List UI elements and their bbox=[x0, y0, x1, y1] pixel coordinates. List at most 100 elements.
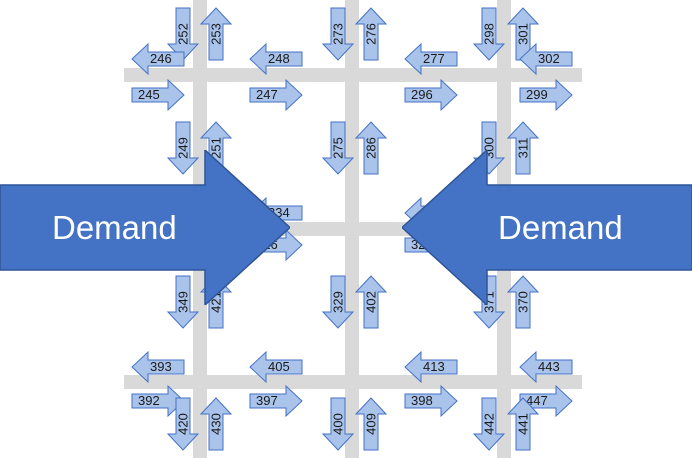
flow-arrow-up-icon: 311 bbox=[506, 121, 540, 175]
flow-arrow-shape bbox=[472, 275, 506, 329]
flow-arrow-left-icon: 246 bbox=[131, 42, 185, 76]
flow-arrow-down-icon: 275 bbox=[321, 121, 355, 175]
flow-arrow-up-icon: 441 bbox=[506, 397, 540, 451]
flow-value-label: 397 bbox=[256, 393, 278, 408]
demand-arrow-shape bbox=[400, 148, 692, 307]
flow-arrow-up-icon: 370 bbox=[506, 275, 540, 329]
flow-arrow-shape bbox=[199, 397, 233, 451]
flow-value-label: 447 bbox=[526, 393, 548, 408]
flow-arrow-shape bbox=[131, 42, 185, 76]
flow-arrow-down-icon: 252 bbox=[166, 7, 200, 61]
demand-arrow-shape bbox=[0, 148, 292, 307]
demand-arrow-right-icon: Demand bbox=[0, 148, 292, 307]
flow-value-label: 252 bbox=[175, 23, 191, 45]
flow-arrow-shape bbox=[404, 384, 458, 418]
flow-arrow-down-icon: 249 bbox=[166, 121, 200, 175]
flow-arrow-down-icon: 329 bbox=[321, 275, 355, 329]
flow-arrow-shape bbox=[506, 397, 540, 451]
flow-arrow-down-icon: 371 bbox=[472, 275, 506, 329]
demand-label: Demand bbox=[498, 208, 623, 246]
flow-value-label: 277 bbox=[423, 51, 445, 66]
flow-arrow-left-icon: 277 bbox=[404, 42, 458, 76]
flow-arrow-up-icon: 402 bbox=[354, 275, 388, 329]
flow-arrow-shape bbox=[354, 397, 388, 451]
flow-arrow-shape bbox=[354, 121, 388, 175]
flow-arrow-shape bbox=[249, 78, 303, 112]
flow-value-label: 275 bbox=[330, 137, 346, 159]
flow-value-label: 273 bbox=[330, 23, 346, 45]
flow-value-label: 400 bbox=[330, 413, 346, 435]
flow-value-label: 276 bbox=[363, 23, 379, 45]
flow-arrow-shape bbox=[519, 42, 573, 76]
flow-arrow-down-icon: 349 bbox=[166, 275, 200, 329]
flow-arrow-shape bbox=[404, 78, 458, 112]
flow-value-label: 443 bbox=[538, 359, 560, 374]
flow-value-label: 409 bbox=[363, 413, 379, 435]
flow-arrow-shape bbox=[321, 7, 355, 61]
flow-arrow-shape bbox=[321, 275, 355, 329]
flow-arrow-right-icon: 398 bbox=[404, 384, 458, 418]
demand-arrow-left-icon: Demand bbox=[400, 148, 692, 307]
flow-arrow-down-icon: 400 bbox=[321, 397, 355, 451]
demand-label: Demand bbox=[52, 208, 177, 246]
flow-value-label: 393 bbox=[150, 359, 172, 374]
flow-arrow-shape bbox=[354, 275, 388, 329]
flow-arrow-up-icon: 430 bbox=[199, 397, 233, 451]
flow-arrow-left-icon: 302 bbox=[519, 42, 573, 76]
flow-arrow-shape bbox=[506, 121, 540, 175]
flow-value-label: 253 bbox=[208, 23, 224, 45]
flow-arrow-up-icon: 286 bbox=[354, 121, 388, 175]
flow-value-label: 286 bbox=[363, 137, 379, 159]
flow-arrow-right-icon: 247 bbox=[249, 78, 303, 112]
flow-arrow-shape bbox=[321, 397, 355, 451]
flow-arrow-shape bbox=[249, 350, 303, 384]
flow-value-label: 430 bbox=[208, 413, 224, 435]
flow-arrow-right-icon: 245 bbox=[131, 78, 185, 112]
flow-arrow-down-icon: 442 bbox=[472, 397, 506, 451]
flow-arrow-shape bbox=[166, 275, 200, 329]
flow-arrow-shape bbox=[131, 350, 185, 384]
flow-arrow-shape bbox=[166, 121, 200, 175]
flow-value-label: 441 bbox=[515, 413, 531, 435]
flow-arrow-shape bbox=[506, 275, 540, 329]
flow-arrow-left-icon: 405 bbox=[249, 350, 303, 384]
flow-value-label: 299 bbox=[526, 87, 548, 102]
flow-arrow-up-icon: 253 bbox=[199, 7, 233, 61]
flow-arrow-left-icon: 248 bbox=[249, 42, 303, 76]
flow-arrow-shape bbox=[321, 121, 355, 175]
flow-arrow-shape bbox=[519, 78, 573, 112]
flow-value-label: 247 bbox=[256, 87, 278, 102]
flow-value-label: 296 bbox=[411, 87, 433, 102]
flow-arrow-down-icon: 420 bbox=[166, 397, 200, 451]
flow-value-label: 413 bbox=[423, 359, 445, 374]
flow-value-label: 248 bbox=[268, 51, 290, 66]
flow-arrow-down-icon: 298 bbox=[472, 7, 506, 61]
flow-value-label: 398 bbox=[411, 393, 433, 408]
flow-value-label: 298 bbox=[481, 23, 497, 45]
flow-value-label: 329 bbox=[330, 291, 346, 313]
flow-arrow-shape bbox=[404, 42, 458, 76]
flow-arrow-shape bbox=[199, 7, 233, 61]
flow-arrow-shape bbox=[249, 42, 303, 76]
flow-arrow-shape bbox=[166, 7, 200, 61]
flow-arrow-up-icon: 409 bbox=[354, 397, 388, 451]
flow-arrow-shape bbox=[519, 350, 573, 384]
flow-arrow-right-icon: 397 bbox=[249, 384, 303, 418]
flow-arrow-up-icon: 276 bbox=[354, 7, 388, 61]
flow-value-label: 245 bbox=[138, 87, 160, 102]
flow-arrow-shape bbox=[472, 397, 506, 451]
flow-arrow-shape bbox=[166, 397, 200, 451]
flow-value-label: 442 bbox=[481, 413, 497, 435]
flow-value-label: 392 bbox=[138, 393, 160, 408]
flow-arrow-left-icon: 413 bbox=[404, 350, 458, 384]
flow-value-label: 402 bbox=[363, 291, 379, 313]
flow-arrow-left-icon: 443 bbox=[519, 350, 573, 384]
flow-arrow-shape bbox=[249, 384, 303, 418]
flow-arrow-down-icon: 273 bbox=[321, 7, 355, 61]
flow-arrow-shape bbox=[354, 7, 388, 61]
flow-value-label: 302 bbox=[538, 51, 560, 66]
flow-arrow-left-icon: 393 bbox=[131, 350, 185, 384]
flow-arrow-right-icon: 296 bbox=[404, 78, 458, 112]
flow-value-label: 420 bbox=[175, 413, 191, 435]
